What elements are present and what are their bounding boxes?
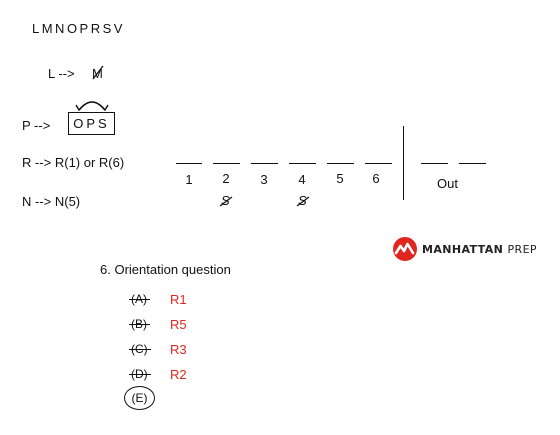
crossed-s-text: S bbox=[221, 193, 230, 208]
logo-name: MANHATTAN bbox=[422, 242, 504, 256]
slot-number-4: 4 bbox=[298, 172, 306, 187]
choice-a-eliminated: (A) bbox=[129, 292, 150, 306]
crossed-s-slot-2: S bbox=[219, 193, 233, 208]
manhattan-prep-logo-icon bbox=[393, 237, 417, 261]
choice-b-eliminated: (B) bbox=[129, 317, 150, 331]
choice-c-reason: R3 bbox=[170, 342, 187, 357]
l-crossed-letter: M bbox=[92, 65, 104, 81]
choice-d-reason: R2 bbox=[170, 367, 187, 382]
p-rule-label: P --> bbox=[22, 118, 51, 133]
question-title: 6. Orientation question bbox=[100, 262, 231, 277]
out-label: Out bbox=[437, 176, 458, 191]
r-rule: R --> R(1) or R(6) bbox=[22, 155, 125, 170]
slot-line-4 bbox=[289, 163, 316, 164]
n-rule: N --> N(5) bbox=[22, 194, 81, 209]
slot-number-5: 5 bbox=[336, 171, 344, 186]
slot-number-2: 2 bbox=[222, 171, 230, 186]
cross-out-mark bbox=[219, 196, 233, 207]
slot-line-5 bbox=[327, 163, 354, 164]
choice-b-reason: R5 bbox=[170, 317, 187, 332]
choice-a-reason: R1 bbox=[170, 292, 187, 307]
choice-e-answer: (E) bbox=[124, 386, 155, 410]
slot-number-1: 1 bbox=[185, 172, 193, 187]
out-slot-line-2 bbox=[459, 163, 486, 164]
ops-block: OPS bbox=[68, 112, 115, 135]
slot-line-1 bbox=[176, 163, 202, 164]
slot-line-3 bbox=[251, 163, 278, 164]
cross-out-mark bbox=[296, 196, 310, 207]
choice-c-eliminated: (C) bbox=[129, 342, 151, 356]
logo-wordmark: MANHATTAN PREP bbox=[422, 243, 537, 256]
out-slot-line-1 bbox=[421, 163, 448, 164]
crossed-s-text: S bbox=[298, 193, 307, 208]
slot-line-2 bbox=[213, 163, 240, 164]
game-letters: LMNOPRSV bbox=[32, 21, 125, 36]
slot-line-6 bbox=[365, 163, 392, 164]
slot-number-6: 6 bbox=[372, 171, 380, 186]
manhattan-prep-logo: MANHATTAN PREP bbox=[392, 236, 537, 262]
swap-arrow-icon bbox=[75, 101, 109, 112]
l-rule-label: L --> bbox=[48, 66, 75, 81]
cross-out-mark bbox=[92, 65, 104, 80]
logo-suffix: PREP bbox=[507, 242, 537, 256]
choice-d-eliminated: (D) bbox=[129, 367, 151, 381]
crossed-s-slot-4: S bbox=[296, 193, 310, 208]
slot-number-3: 3 bbox=[260, 172, 268, 187]
out-divider bbox=[403, 126, 404, 200]
